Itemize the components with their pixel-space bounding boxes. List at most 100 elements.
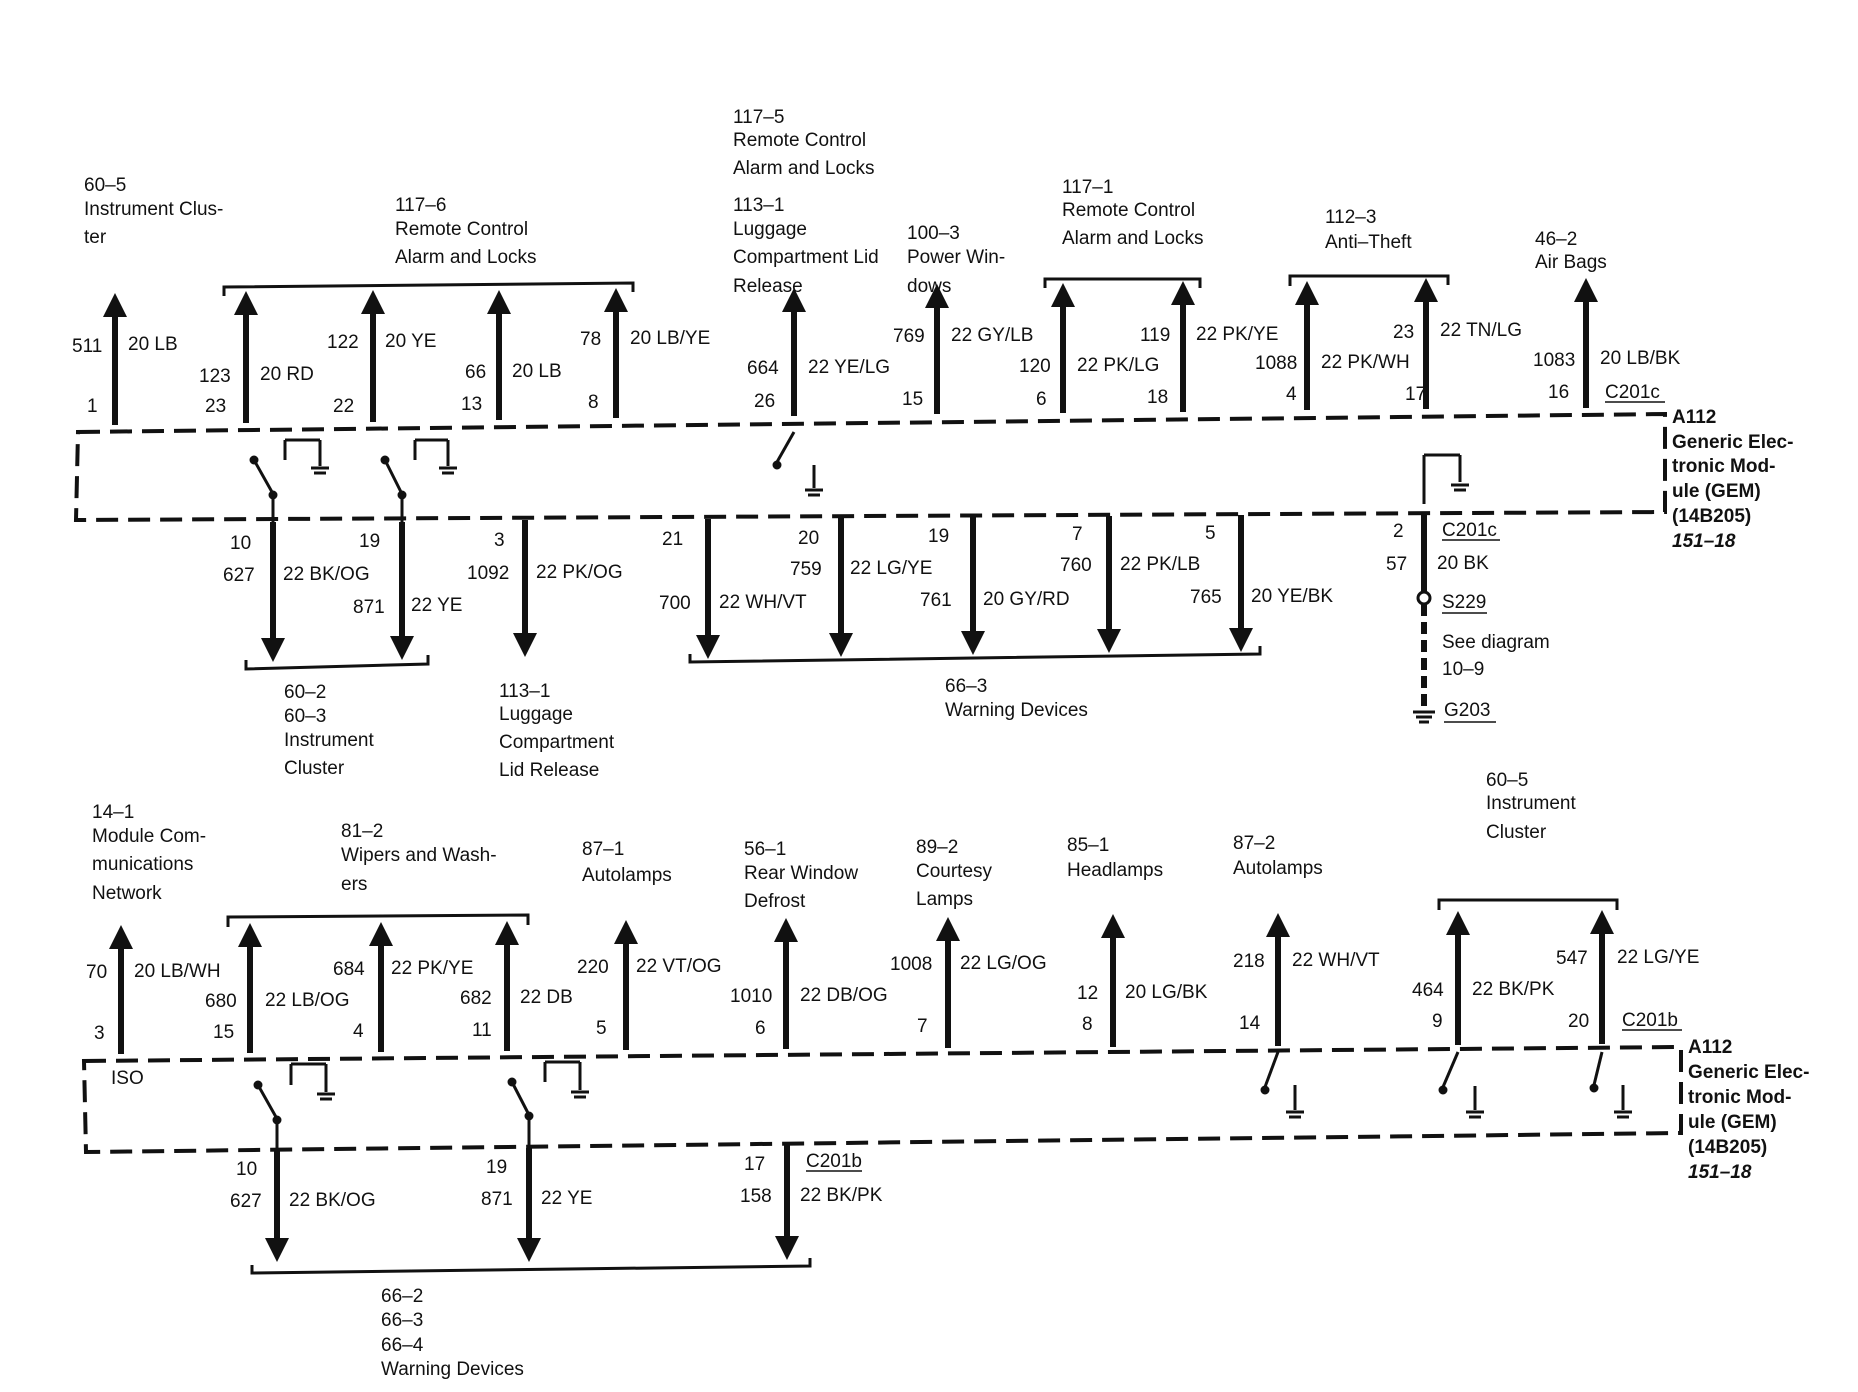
wire-color: 20 YE/BK [1251, 586, 1333, 607]
module-part: (14B205) [1672, 506, 1751, 527]
circuit-number: 682 [460, 988, 492, 1009]
wire-color: 22 DB/OG [800, 985, 888, 1006]
connector-label: C201c [1442, 520, 1497, 541]
pin-number: 8 [1082, 1014, 1093, 1035]
circuit-number: 218 [1233, 951, 1265, 972]
top-up-wire-labels: 511 20 LB 1 123 20 RD 23 122 20 YE 22 66… [72, 320, 1681, 417]
circuit-number: 66 [465, 362, 486, 383]
pin-number: 10 [236, 1159, 257, 1180]
group-label: Autolamps [582, 865, 672, 886]
pin-number: 26 [754, 391, 775, 412]
group-label: 56–1 [744, 839, 786, 860]
wire-color: 22 YE [541, 1188, 592, 1209]
ground-labels: 2 C201c 57 20 BK S229 See diagram 10–9 G… [1386, 520, 1550, 721]
group-label: 117–5 [733, 107, 784, 128]
circuit-number: 700 [659, 593, 691, 614]
wire-color: 22 TN/LG [1440, 320, 1522, 341]
pin-number: 7 [917, 1016, 928, 1037]
pin-number: 6 [1036, 389, 1047, 410]
group-label: Remote Control [1062, 200, 1195, 221]
circuit-number: 464 [1412, 980, 1444, 1001]
group-label: 46–2 [1535, 229, 1577, 250]
circuit-number: 547 [1556, 948, 1588, 969]
circuit-number: 1008 [890, 954, 932, 975]
circuit-number: 769 [893, 326, 925, 347]
pin-number: 16 [1548, 382, 1569, 403]
group-label: 112–3 [1325, 207, 1376, 228]
pin-number: 4 [353, 1021, 364, 1042]
module-id: A112 [1688, 1037, 1732, 1058]
top-bracket [222, 281, 635, 296]
bottom-up-wire-labels: 70 20 LB/WH 3 680 22 LB/OG 15 684 22 PK/… [86, 947, 1699, 1044]
pin-number: 15 [902, 389, 923, 410]
wire-color: 20 LG/BK [1125, 982, 1208, 1003]
group-label: 117–1 [1062, 177, 1113, 198]
top-down-group-labels: 60–2 60–3 Instrument Cluster 113–1 Lugga… [284, 676, 1088, 781]
wire-color: 22 LG/YE [1617, 947, 1699, 968]
bottom-bracket-down [250, 1258, 812, 1275]
connector-label: C201c [1605, 382, 1660, 403]
wire-color: 22 PK/OG [536, 562, 623, 583]
group-label: Air Bags [1535, 252, 1607, 273]
group-label: Compartment Lid [733, 247, 879, 268]
group-label: Compartment [499, 732, 615, 753]
wire-color: 22 YE/LG [808, 357, 890, 378]
wire-color: 20 RD [260, 364, 314, 385]
group-label: Headlamps [1067, 860, 1163, 881]
pin-number: 10 [230, 533, 251, 554]
module-name: tronic Mod- [1688, 1087, 1791, 1108]
pin-number: 4 [1286, 384, 1297, 405]
ground-label: G203 [1444, 700, 1490, 721]
group-label: Alarm and Locks [395, 247, 537, 268]
wire-color: 22 PK/YE [391, 958, 473, 979]
connector-label: C201b [1622, 1010, 1678, 1031]
group-label: 87–1 [582, 839, 624, 860]
wire-color: 22 BK/PK [800, 1185, 883, 1206]
top-module [73, 274, 1667, 724]
wire-color: 20 LB [128, 334, 178, 355]
circuit-number: 70 [86, 962, 107, 983]
bottom-module-label: A112 Generic Elec- tronic Mod- ule (GEM)… [1688, 1037, 1809, 1183]
group-label: Instrument [284, 730, 374, 751]
module-ref: 151–18 [1688, 1162, 1752, 1183]
pin-number: 8 [588, 392, 599, 413]
module-name: ule (GEM) [1688, 1112, 1777, 1133]
top-switch [249, 431, 1469, 522]
connector-label: C201b [806, 1151, 862, 1172]
pin-number: 17 [1405, 384, 1426, 405]
group-label: 14–1 [92, 802, 134, 823]
group-label: 66–4 [381, 1335, 424, 1356]
wire-color: 22 YE [411, 595, 462, 616]
pin-number: 19 [486, 1157, 507, 1178]
pin-number: 17 [744, 1154, 765, 1175]
group-label: Cluster [1486, 822, 1547, 843]
pin-number: 6 [755, 1018, 766, 1039]
wire-color: 22 PK/WH [1321, 352, 1410, 373]
group-label: 66–3 [945, 676, 987, 697]
circuit-number: 664 [747, 358, 779, 379]
pin-number: 20 [798, 528, 819, 549]
pin-number: 9 [1432, 1011, 1443, 1032]
circuit-number: 1088 [1255, 353, 1297, 374]
wire-color: 22 PK/LB [1120, 554, 1200, 575]
group-label: Luggage [499, 704, 573, 725]
note-label: See diagram [1442, 632, 1550, 653]
wire-color: 20 BK [1437, 553, 1489, 574]
bottom-bracket [1437, 898, 1619, 910]
group-label: Lid Release [499, 760, 599, 781]
wire-color: 20 LB/YE [630, 328, 710, 349]
top-up-group-labels: 60–5 Instrument Clus- ter 117–6 Remote C… [84, 107, 1607, 297]
group-label: Power Win- [907, 247, 1005, 268]
wire-color: 22 LG/OG [960, 953, 1047, 974]
circuit-number: 122 [327, 332, 359, 353]
module-ref: 151–18 [1672, 531, 1736, 552]
wire-color: 20 LB/WH [134, 961, 221, 982]
group-label: Module Com- [92, 826, 206, 847]
circuit-number: 123 [199, 366, 231, 387]
group-label: Wipers and Wash- [341, 845, 497, 866]
group-label: 60–5 [84, 175, 126, 196]
wire-color: 22 WH/VT [719, 592, 807, 613]
group-label: 60–3 [284, 706, 326, 727]
splice-dot [1416, 590, 1432, 606]
